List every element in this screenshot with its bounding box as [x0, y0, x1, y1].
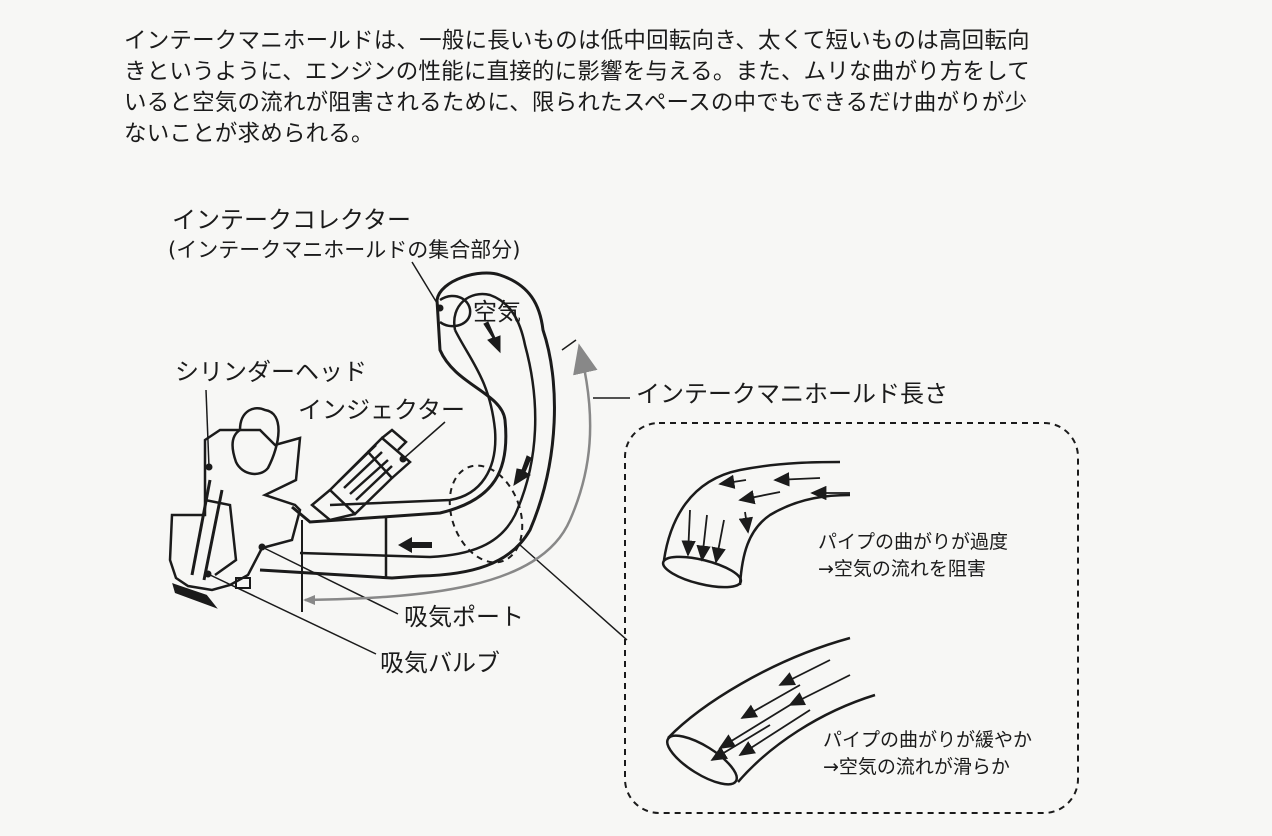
paragraph-line: インテークマニホールドは、一般に長いものは低中回転向き、太くて短いものは高回転向 — [124, 28, 1030, 54]
bend-callout-leader — [519, 544, 628, 641]
cylinder-head-leader — [205, 389, 210, 468]
excessive-bend-flow-arrows — [681, 472, 850, 564]
air-arrow-top — [483, 321, 501, 354]
label-intake-port: 吸気ポート — [404, 603, 524, 631]
valve-seat — [235, 577, 251, 589]
gentle-bend-flow-arrows — [710, 659, 851, 761]
manifold-length-arrow — [304, 343, 598, 602]
label-intake-valve: 吸気バルブ — [380, 649, 500, 677]
bend-highlight-circle — [448, 464, 524, 564]
label-intake-collector: インテークコレクター — [172, 206, 411, 234]
paragraph-line: きというように、エンジンの性能に直接的に影響を与える。また、ムリな曲がり方をして — [124, 59, 1030, 85]
collector-leader — [411, 261, 441, 309]
injector — [310, 428, 412, 522]
label-excessive-bend-2: →空気の流れを阻害 — [818, 558, 986, 580]
injector-leader — [402, 421, 446, 460]
label-collector-note: (インテークマニホールドの集合部分) — [168, 238, 520, 262]
comparison-inset — [624, 422, 1079, 814]
cylinder-head — [168, 406, 302, 609]
label-air: 空気 — [473, 298, 521, 326]
air-arrow-middle — [513, 455, 532, 487]
label-excessive-bend-1: パイプの曲がりが過度 — [818, 531, 1008, 553]
collector-notch — [439, 294, 472, 328]
label-injector: インジェクター — [298, 396, 465, 424]
label-cylinder-head: シリンダーヘッド — [175, 358, 367, 386]
paragraph-line: いると空気の流れが阻害されるために、限られたスペースの中でもできるだけ曲がりが少 — [124, 90, 1028, 116]
gentle-bend-pipe — [666, 636, 876, 786]
intake-port-leader — [261, 546, 399, 615]
label-gentle-bend-1: パイプの曲がりが緩やか — [823, 729, 1032, 751]
intake-valve-leader — [207, 573, 377, 655]
manifold-length-tick — [561, 339, 577, 351]
paragraph: インテークマニホールドは、一般に長いものは低中回転向き、太くて短いものは高回転向… — [124, 26, 1124, 150]
manifold-length-start-head — [303, 595, 315, 605]
label-gentle-bend-2: →空気の流れが滑らか — [823, 756, 1010, 778]
paragraph-line: ないことが求められる。 — [124, 121, 374, 147]
air-arrow-bottom — [398, 537, 432, 553]
label-manifold-length: インテークマニホールド長さ — [636, 380, 948, 408]
